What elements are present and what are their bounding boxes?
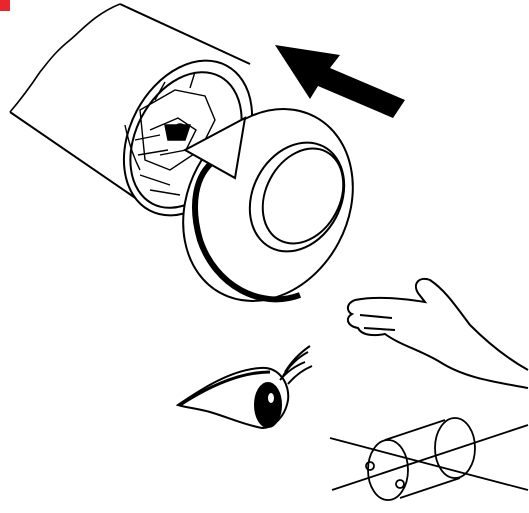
push-direction-arrow-icon [275, 45, 405, 118]
eye-icon [178, 346, 312, 428]
crossed-out-sleeve-icon [330, 418, 528, 500]
hand-icon [348, 279, 528, 388]
